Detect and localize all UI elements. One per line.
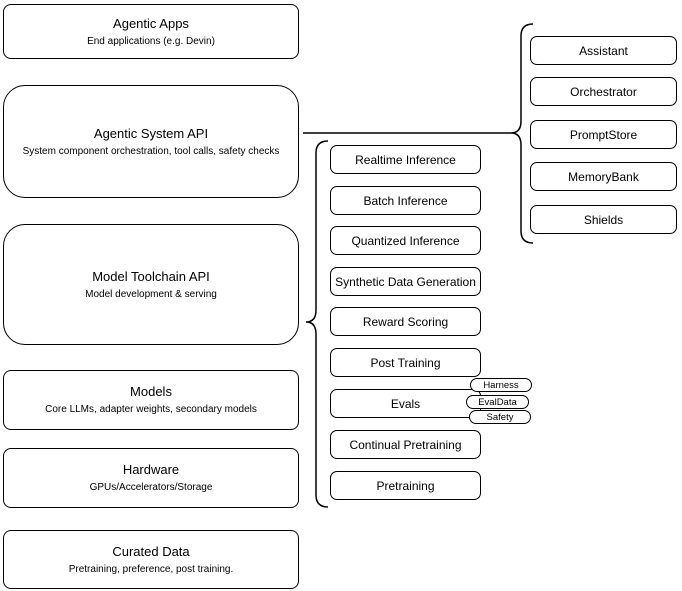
node-orchestrator: Orchestrator bbox=[530, 77, 677, 106]
box-models-title: Models bbox=[130, 384, 172, 399]
box-hardware-title: Hardware bbox=[122, 462, 180, 477]
node-realtime-inference: Realtime Inference bbox=[330, 145, 481, 174]
pill-safety: Safety bbox=[469, 410, 531, 424]
node-pretraining: Pretraining bbox=[330, 471, 481, 500]
box-agentic-apps-subtitle: End applications (e.g. Devin) bbox=[87, 35, 215, 47]
node-evals: Evals bbox=[330, 389, 481, 418]
box-agentic-system-api-title: Agentic System API bbox=[93, 125, 209, 141]
box-model-toolchain-api-subtitle: Model development & serving bbox=[85, 288, 217, 300]
box-agentic-apps-title: Agentic Apps bbox=[113, 15, 189, 31]
node-synthetic-data-generation: Synthetic Data Generation bbox=[330, 267, 481, 296]
node-quantized-inference: Quantized Inference bbox=[330, 226, 481, 255]
box-agentic-system-api-subtitle: System component orchestration, tool cal… bbox=[22, 145, 280, 157]
node-post-training: Post Training bbox=[330, 348, 481, 377]
box-curated-data-subtitle: Pretraining, preference, post training. bbox=[68, 563, 234, 575]
node-memorybank: MemoryBank bbox=[530, 162, 677, 191]
box-curated-data: Curated Data Pretraining, preference, po… bbox=[3, 530, 299, 589]
box-models: Models Core LLMs, adapter weights, secon… bbox=[3, 370, 299, 430]
pill-evaldata: EvalData bbox=[466, 395, 529, 409]
node-continual-pretraining: Continual Pretraining bbox=[330, 430, 481, 459]
bracket-system-components bbox=[510, 23, 534, 244]
node-shields: Shields bbox=[530, 205, 677, 234]
box-curated-data-title: Curated Data bbox=[112, 543, 190, 559]
box-agentic-system-api: Agentic System API System component orch… bbox=[3, 85, 299, 198]
node-promptstore: PromptStore bbox=[530, 120, 677, 149]
box-models-subtitle: Core LLMs, adapter weights, secondary mo… bbox=[45, 404, 257, 415]
box-hardware: Hardware GPUs/Accelerators/Storage bbox=[3, 448, 299, 508]
box-hardware-subtitle: GPUs/Accelerators/Storage bbox=[89, 482, 213, 493]
box-model-toolchain-api: Model Toolchain API Model development & … bbox=[3, 224, 299, 345]
box-model-toolchain-api-title: Model Toolchain API bbox=[92, 268, 210, 284]
node-reward-scoring: Reward Scoring bbox=[330, 307, 481, 336]
node-batch-inference: Batch Inference bbox=[330, 186, 481, 215]
node-assistant: Assistant bbox=[530, 36, 677, 65]
bracket-toolchain bbox=[305, 140, 329, 508]
box-agentic-apps: Agentic Apps End applications (e.g. Devi… bbox=[3, 4, 299, 59]
pill-harness: Harness bbox=[470, 378, 532, 392]
